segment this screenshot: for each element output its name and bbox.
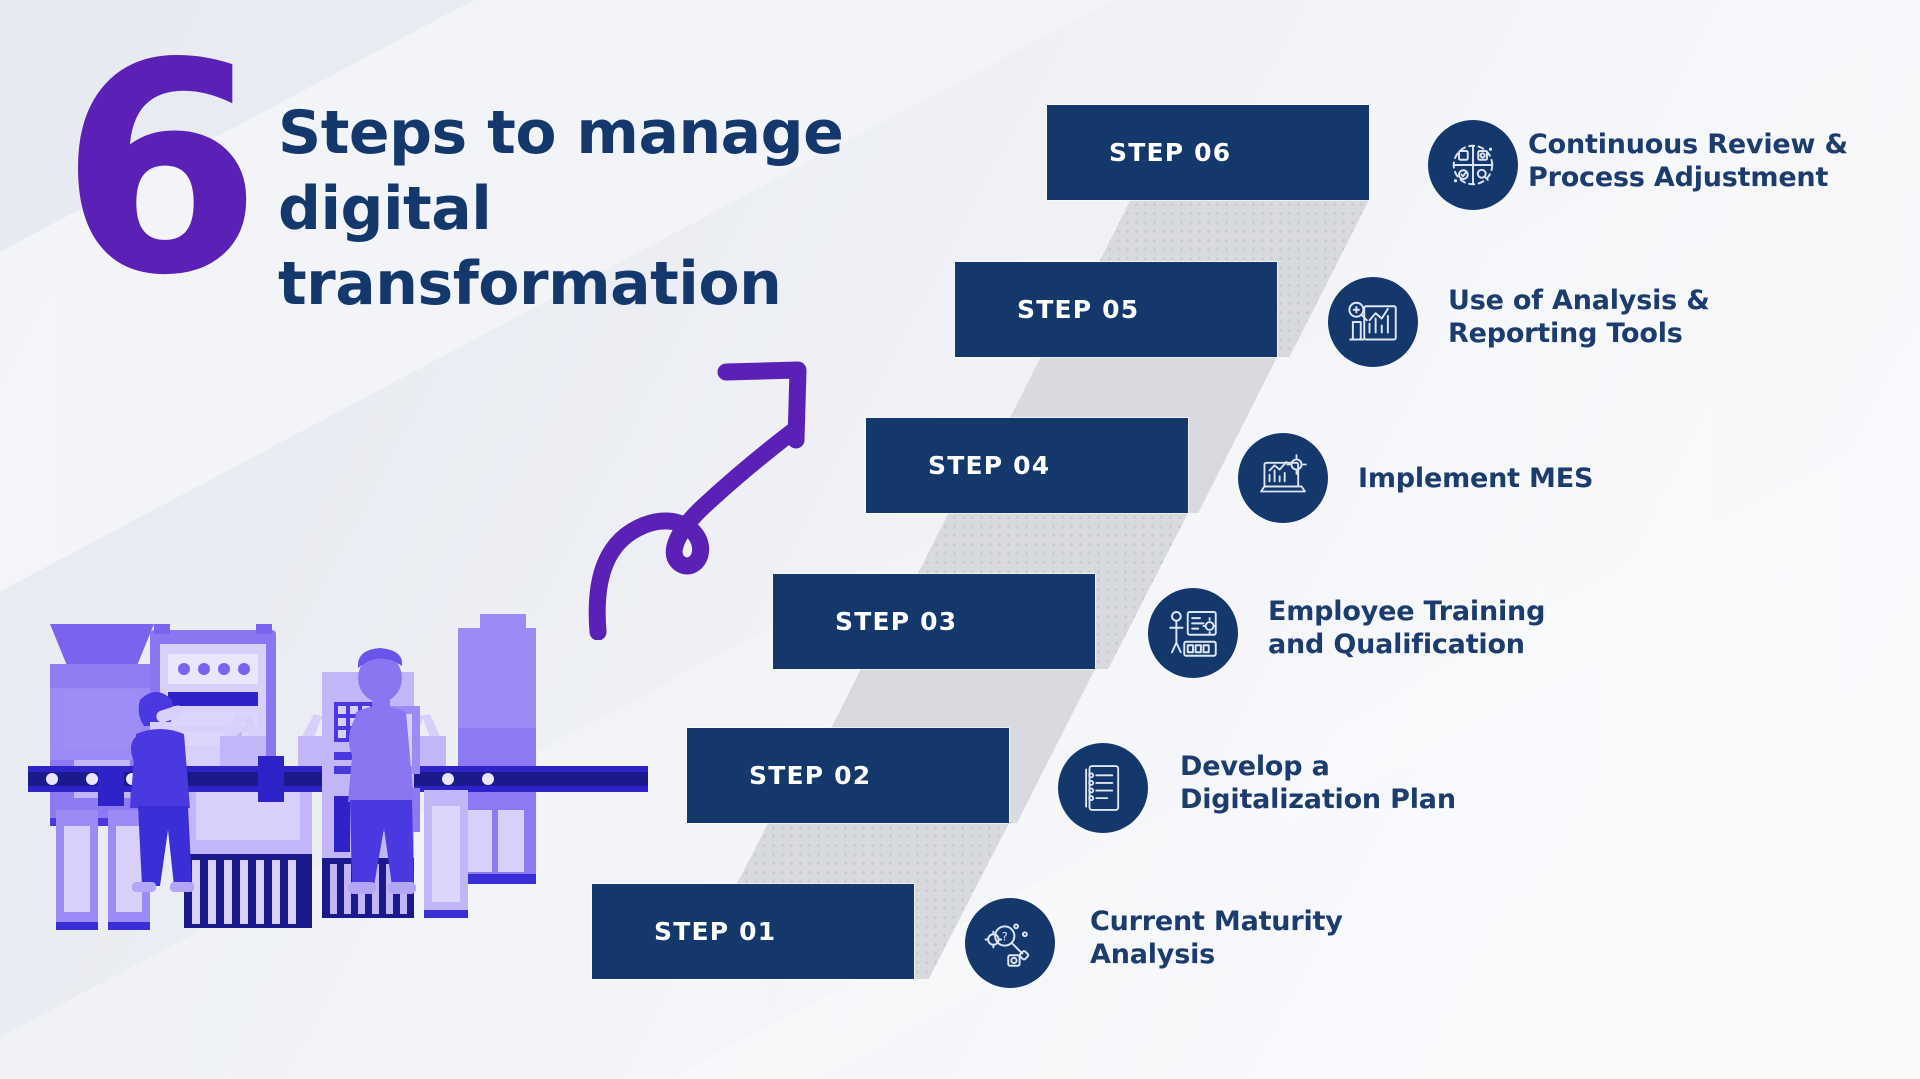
worker-left [130,692,194,892]
step-bar-4[interactable]: STEP 04 [866,418,1188,513]
step-bar-5[interactable]: STEP 05 [955,262,1277,357]
step-bar-3[interactable]: STEP 03 [773,574,1095,669]
curved-arrow [560,340,840,641]
svg-text:?: ? [1002,929,1008,943]
big-number-six: 6 [60,2,262,339]
curved-upward-arrow-icon [588,361,807,641]
step-bar-6[interactable]: STEP 06 [1047,105,1369,200]
factory-illustration-svg [28,614,648,930]
digitalization-plan-icon[interactable] [1058,743,1148,833]
worker-right [348,648,416,894]
continuous-review-icon[interactable] [1428,120,1518,210]
factory-production-line-illustration [28,610,648,940]
analysis-reporting-icon[interactable] [1328,277,1418,367]
implement-mes-icon[interactable] [1238,433,1328,523]
step-bar-2[interactable]: STEP 02 [687,728,1009,823]
step-description-3: Employee Training and Qualification [1268,596,1546,661]
step-description-5: Use of Analysis & Reporting Tools [1448,285,1710,350]
step-description-2: Develop a Digitalization Plan [1180,751,1456,816]
step-bar-1[interactable]: STEP 01 [592,884,914,979]
step-bar-label: STEP 03 [835,607,958,636]
heading-block: 6 Steps to manage digital transformation [60,26,900,340]
step-description-4: Implement MES [1358,463,1594,494]
step-bar-label: STEP 05 [1017,295,1140,324]
step-description-1: Current Maturity Analysis [1090,906,1343,971]
step-bar-label: STEP 02 [749,761,872,790]
step-bar-label: STEP 04 [928,451,1051,480]
employee-training-icon[interactable] [1148,588,1238,678]
step-bar-label: STEP 06 [1109,138,1232,167]
maturity-analysis-icon[interactable]: ? [965,898,1055,988]
step-description-6: Continuous Review & Process Adjustment [1528,129,1848,194]
page-title: Steps to manage digital transformation [278,98,844,320]
step-bar-label: STEP 01 [654,917,777,946]
